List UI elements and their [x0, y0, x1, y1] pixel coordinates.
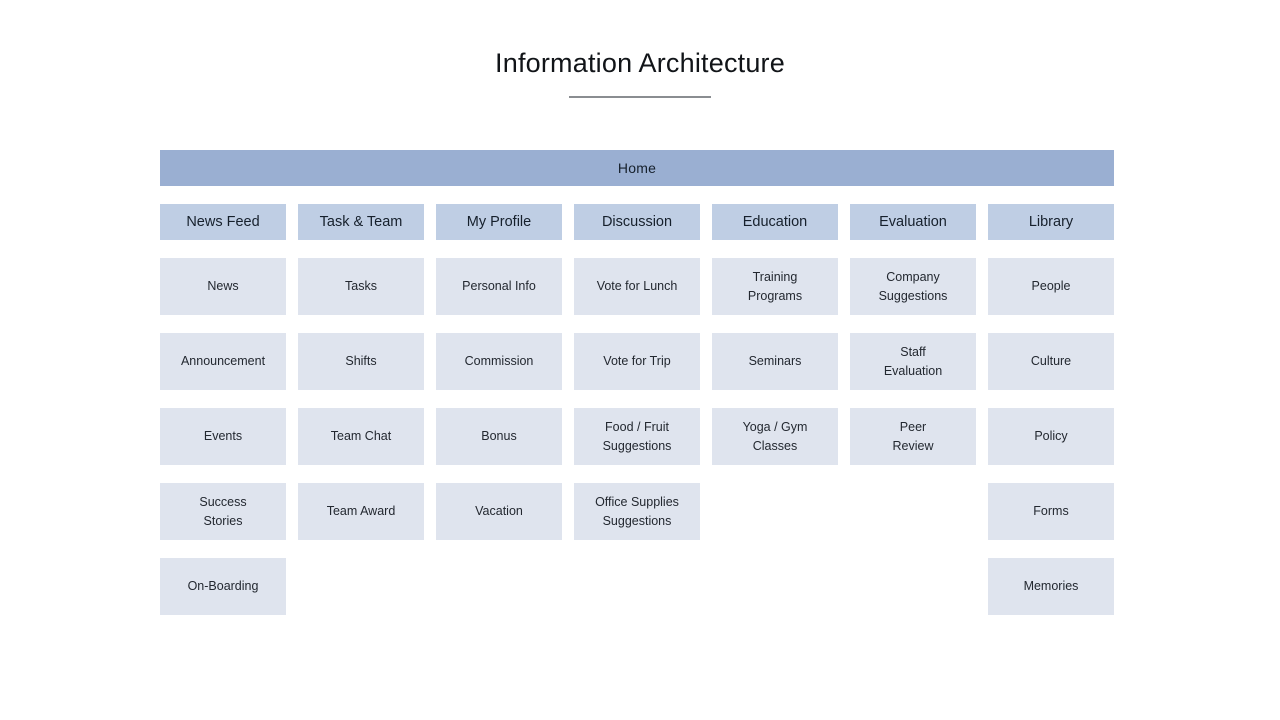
leaf-node-vacation[interactable]: Vacation	[436, 483, 562, 540]
title-block: Information Architecture	[0, 46, 1280, 98]
leaf-node-policy[interactable]: Policy	[988, 408, 1114, 465]
leaf-node-label: Forms	[1033, 504, 1069, 518]
leaf-node-bonus[interactable]: Bonus	[436, 408, 562, 465]
leaf-node-vote-for-trip[interactable]: Vote for Trip	[574, 333, 700, 390]
category-node-library[interactable]: Library	[988, 204, 1114, 240]
root-node-label: Home	[617, 160, 657, 176]
leaf-node-label: Food / Fruit Suggestions	[602, 419, 672, 453]
leaf-node-label: Yoga / Gym Classes	[742, 419, 808, 453]
grid-spacer	[574, 558, 700, 615]
leaf-node-label: Staff Evaluation	[883, 344, 943, 378]
leaf-node-label: News	[207, 279, 239, 293]
leaf-node-label: Training Programs	[747, 269, 803, 303]
leaf-node-office-supplies-suggestions[interactable]: Office Supplies Suggestions	[574, 483, 700, 540]
category-node-label: Education	[742, 213, 808, 230]
leaf-node-commission[interactable]: Commission	[436, 333, 562, 390]
leaf-node-memories[interactable]: Memories	[988, 558, 1114, 615]
category-node-label: Task & Team	[319, 213, 403, 230]
category-node-label: Discussion	[601, 213, 673, 230]
leaf-node-label: Vacation	[475, 504, 523, 518]
root-node-home[interactable]: Home	[160, 150, 1114, 186]
leaf-node-label: Seminars	[748, 354, 802, 368]
category-node-label: My Profile	[466, 213, 532, 230]
title-divider	[569, 96, 711, 98]
category-node-label: Evaluation	[879, 213, 947, 230]
leaf-node-label: Company Suggestions	[878, 269, 948, 303]
leaf-node-training-programs[interactable]: Training Programs	[712, 258, 838, 315]
leaf-node-peer-review[interactable]: Peer Review	[850, 408, 976, 465]
leaf-node-seminars[interactable]: Seminars	[712, 333, 838, 390]
leaf-node-on-boarding[interactable]: On-Boarding	[160, 558, 286, 615]
leaf-node-label: Success Stories	[199, 494, 247, 528]
leaf-node-events[interactable]: Events	[160, 408, 286, 465]
category-node-label: Library	[1028, 213, 1074, 230]
leaf-node-label: Vote for Lunch	[596, 279, 678, 293]
leaf-node-label: Events	[203, 429, 243, 443]
category-node-evaluation[interactable]: Evaluation	[850, 204, 976, 240]
leaf-node-culture[interactable]: Culture	[988, 333, 1114, 390]
page-title: Information Architecture	[495, 48, 785, 78]
category-node-education[interactable]: Education	[712, 204, 838, 240]
grid-spacer	[850, 483, 976, 540]
category-node-my-profile[interactable]: My Profile	[436, 204, 562, 240]
leaf-node-label: Team Award	[326, 504, 396, 518]
leaf-node-food-fruit-suggestions[interactable]: Food / Fruit Suggestions	[574, 408, 700, 465]
leaf-node-success-stories[interactable]: Success Stories	[160, 483, 286, 540]
leaf-node-label: Personal Info	[462, 279, 536, 293]
leaf-node-label: On-Boarding	[187, 579, 259, 593]
leaf-node-label: Team Chat	[330, 429, 392, 443]
leaf-node-label: Tasks	[345, 279, 377, 293]
leaf-node-yoga-gym-classes[interactable]: Yoga / Gym Classes	[712, 408, 838, 465]
leaf-node-announcement[interactable]: Announcement	[160, 333, 286, 390]
leaf-node-label: Commission	[464, 354, 534, 368]
leaf-node-label: Office Supplies Suggestions	[595, 494, 679, 528]
leaf-node-team-award[interactable]: Team Award	[298, 483, 424, 540]
leaf-node-personal-info[interactable]: Personal Info	[436, 258, 562, 315]
category-node-task-team[interactable]: Task & Team	[298, 204, 424, 240]
leaf-node-forms[interactable]: Forms	[988, 483, 1114, 540]
leaf-node-label: Peer Review	[892, 419, 934, 453]
leaf-node-company-suggestions[interactable]: Company Suggestions	[850, 258, 976, 315]
grid-spacer	[298, 558, 424, 615]
leaf-node-label: Announcement	[180, 354, 266, 368]
leaf-node-team-chat[interactable]: Team Chat	[298, 408, 424, 465]
leaf-node-vote-for-lunch[interactable]: Vote for Lunch	[574, 258, 700, 315]
leaf-node-label: Bonus	[481, 429, 517, 443]
grid-spacer	[712, 558, 838, 615]
leaf-node-label: Vote for Trip	[603, 354, 671, 368]
leaf-node-shifts[interactable]: Shifts	[298, 333, 424, 390]
leaf-node-staff-evaluation[interactable]: Staff Evaluation	[850, 333, 976, 390]
leaf-node-tasks[interactable]: Tasks	[298, 258, 424, 315]
category-node-label: News Feed	[186, 213, 260, 230]
category-node-discussion[interactable]: Discussion	[574, 204, 700, 240]
leaf-node-label: Culture	[1030, 354, 1072, 368]
grid-spacer	[850, 558, 976, 615]
grid-spacer	[712, 483, 838, 540]
leaf-node-label: Memories	[1023, 579, 1079, 593]
leaf-node-label: Policy	[1034, 429, 1068, 443]
grid-spacer	[436, 558, 562, 615]
leaf-node-label: People	[1031, 279, 1071, 293]
leaf-node-people[interactable]: People	[988, 258, 1114, 315]
leaf-node-label: Shifts	[345, 354, 377, 368]
category-node-news-feed[interactable]: News Feed	[160, 204, 286, 240]
leaf-node-news[interactable]: News	[160, 258, 286, 315]
